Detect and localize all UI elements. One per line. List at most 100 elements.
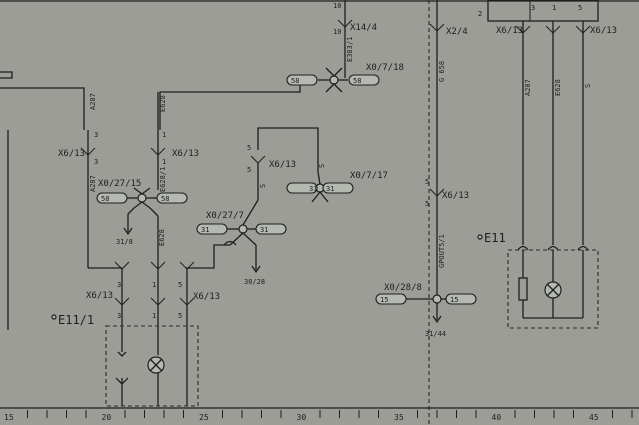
connector-mark: [150, 297, 159, 306]
ground-arrow: [123, 227, 133, 236]
resistor-icon: [518, 277, 528, 301]
scale-label: 45: [589, 413, 599, 422]
pin-label: 3: [94, 131, 98, 139]
component-dot: [51, 314, 57, 320]
wire-label: GPOUT5/1: [438, 234, 446, 268]
pill-label: 58: [291, 77, 299, 85]
connector-label: X6/13: [58, 149, 85, 159]
pin-label: 5: [578, 4, 582, 12]
connector-mark: [186, 297, 195, 306]
pill-label: 31: [309, 185, 317, 193]
scale-label: 30: [297, 413, 307, 422]
pill-label: 58: [101, 195, 109, 203]
connector-label: X6/13: [496, 26, 523, 36]
wire: [242, 232, 257, 246]
wire-a287-left: [0, 87, 85, 130]
wire: [242, 199, 259, 226]
wire: [325, 67, 335, 77]
wire: [319, 191, 329, 203]
connector-label: X0/7/18: [366, 63, 404, 73]
splice-node: [432, 294, 442, 304]
connector-mark: [157, 261, 166, 270]
wire-label: E628/1: [159, 167, 167, 192]
pin-label: 5: [425, 200, 429, 208]
splice-node: [238, 224, 248, 234]
wire-label: A287: [89, 93, 97, 110]
ground-arrow: [251, 265, 261, 274]
terminal-pill: [322, 182, 354, 194]
wire: [333, 67, 343, 77]
switch-contact: [115, 377, 129, 385]
pin-label: 5: [247, 144, 251, 152]
wire: [133, 187, 143, 195]
pin-label: 10: [333, 2, 341, 10]
pin-label: 5: [425, 178, 429, 186]
connector-mark: [429, 23, 438, 32]
connector-mark: [515, 25, 524, 34]
connector-label: X6/13: [193, 292, 220, 302]
connector-label: X0/7/17: [350, 171, 388, 181]
component-e11-1-box: [105, 325, 199, 407]
wire: [317, 171, 321, 185]
connector-mark: [582, 25, 591, 34]
connector-label: X0/27/15: [98, 179, 141, 189]
wire: [311, 191, 321, 203]
connector-mark: [150, 147, 159, 156]
wire: [333, 83, 343, 93]
connector-mark: [157, 147, 166, 156]
connector-label: X6/13: [442, 191, 469, 201]
connector-label: X14/4: [350, 23, 377, 33]
splice-node: [137, 193, 147, 203]
connector-mark: [157, 297, 166, 306]
component-label: E11/1: [58, 313, 94, 327]
pin-label: 10: [333, 28, 341, 36]
wire-e628-top: [159, 80, 301, 130]
pin-label: 3: [531, 4, 535, 12]
pin-label: 1: [162, 158, 166, 166]
scale-label: 40: [492, 413, 502, 422]
wire-label: S: [318, 164, 326, 168]
connector-mark: [545, 25, 554, 34]
wire-label: S: [259, 184, 267, 188]
scale-label: 25: [199, 413, 209, 422]
connector-mark: [552, 25, 561, 34]
connector-label: X6/13: [86, 291, 113, 301]
wire: [133, 201, 143, 209]
pill-label: 31: [260, 226, 268, 234]
connector-socket: [517, 245, 529, 251]
pin-label: 1: [152, 312, 156, 320]
connector-socket: [577, 245, 589, 251]
wire-label: A287: [89, 175, 97, 192]
connector-mark: [575, 25, 584, 34]
connector-mark: [337, 19, 346, 28]
connector-mark: [257, 155, 266, 164]
wire: [325, 83, 335, 93]
pill-label: 31: [326, 185, 334, 193]
ground-label: 30/28: [244, 278, 265, 286]
connector-mark: [436, 23, 445, 32]
pin-label: 5: [178, 281, 182, 289]
connector-mark: [522, 25, 531, 34]
wire-s-top: [257, 127, 319, 172]
pin-label: 5: [247, 166, 251, 174]
connector-mark: [121, 297, 130, 306]
wire-stub-left: [0, 71, 13, 79]
ground-label: 31/44: [425, 330, 446, 338]
pill-label: 58: [161, 195, 169, 203]
wire-to-e11-1: [186, 244, 230, 330]
wire-label: S: [584, 84, 592, 88]
connector-mark: [436, 188, 445, 197]
pin-label: 2: [478, 10, 482, 18]
connector-label: X6/13: [590, 26, 617, 36]
connector-mark: [80, 147, 89, 156]
pin-label: 3: [117, 312, 121, 320]
connector-mark: [344, 19, 353, 28]
pill-label: 15: [380, 296, 388, 304]
connector-mark: [179, 297, 188, 306]
pin-label: 3: [117, 281, 121, 289]
connector-label: X0/27/7: [206, 211, 244, 221]
wire: [141, 187, 151, 195]
connector-mark: [250, 155, 259, 164]
wire-label: E628: [554, 79, 562, 96]
connector-label: X6/13: [172, 149, 199, 159]
